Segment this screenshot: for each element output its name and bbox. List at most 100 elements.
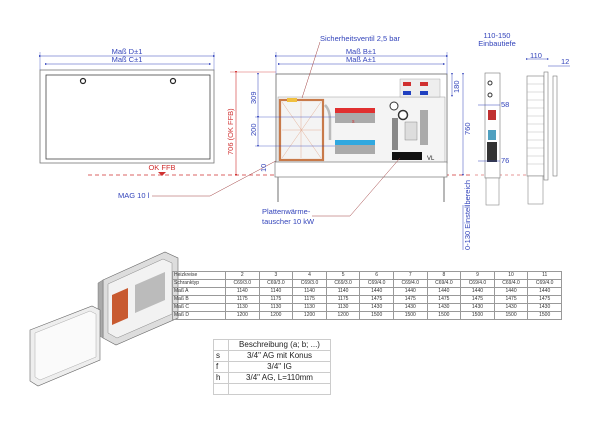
- cell: 2: [225, 271, 260, 280]
- table-row: [213, 383, 331, 395]
- cell: 1430: [426, 303, 462, 312]
- cell: 3/4" AG mit Konus: [228, 350, 331, 362]
- cell: Maß A: [172, 287, 226, 296]
- mag-label: MAG 10 l: [118, 191, 150, 200]
- cell: 3/4" AG, L=110mm: [228, 372, 331, 384]
- cell: Schranktyp: [172, 279, 226, 288]
- isometric-cabinet: [97, 251, 179, 346]
- cell: 1200: [258, 311, 294, 320]
- cell: 1475: [493, 295, 529, 304]
- cell: [228, 383, 331, 395]
- cell: 1440: [493, 287, 529, 296]
- dim-10: 10: [259, 164, 268, 172]
- dim-760: 760: [463, 122, 472, 135]
- valve-label: Sicherheitsventil 2,5 bar: [320, 34, 401, 43]
- cell: 3: [258, 271, 294, 280]
- cell: 1175: [258, 295, 294, 304]
- cell: h: [213, 372, 229, 384]
- cell: 1430: [392, 303, 428, 312]
- cell: C69/4.0: [527, 279, 562, 288]
- cell: 4: [292, 271, 327, 280]
- cell: 1200: [292, 311, 327, 320]
- cell: 1440: [426, 287, 462, 296]
- cell: 1500: [527, 311, 562, 320]
- dim-309: 309: [249, 91, 258, 104]
- cell: 1140: [225, 287, 260, 296]
- cell: 1430: [460, 303, 495, 312]
- cell: 1440: [392, 287, 428, 296]
- cell: 1130: [225, 303, 260, 312]
- cell: 1140: [325, 287, 361, 296]
- cell: C69/4.0: [460, 279, 495, 288]
- cell: 1175: [325, 295, 361, 304]
- cell: 1500: [493, 311, 529, 320]
- side-view: 110-150 Einbautiefe 58 76 110 12: [478, 31, 570, 206]
- cell: C69/4.0: [426, 279, 462, 288]
- cell: 1430: [493, 303, 529, 312]
- cell: 1130: [292, 303, 327, 312]
- cell: Maß B: [172, 295, 226, 304]
- cell: 5: [325, 271, 361, 280]
- cell: C69/3.0: [258, 279, 294, 288]
- cell: 1130: [325, 303, 361, 312]
- cell: Maß D: [172, 311, 226, 320]
- dim-76: 76: [501, 156, 509, 165]
- cell: 1440: [527, 287, 562, 296]
- dim-58: 58: [501, 100, 509, 109]
- dim-c: Maß C±1: [112, 55, 143, 64]
- cell: C69/3.0: [325, 279, 361, 288]
- lock-icon: [169, 77, 177, 85]
- height-dim: 706 (OK FFB): [226, 108, 235, 155]
- description-header: Beschreibung (a; b; ...): [228, 339, 331, 351]
- cell: [213, 383, 229, 395]
- dim-a: Maß A±1: [346, 55, 376, 64]
- cell: C69/4.0: [359, 279, 394, 288]
- cell: 1430: [359, 303, 394, 312]
- cell: 1500: [359, 311, 394, 320]
- cell: C69/3.0: [225, 279, 260, 288]
- isometric-door: [29, 305, 101, 387]
- cell: 1475: [392, 295, 428, 304]
- hx-label-1: Plattenwärme-: [262, 207, 311, 216]
- cell: 1475: [359, 295, 394, 304]
- dim-b: Maß B±1: [346, 47, 376, 56]
- table-row: Beschreibung (a; b; ...): [213, 339, 331, 351]
- cell: 6: [359, 271, 394, 280]
- cell: C69/4.0: [493, 279, 529, 288]
- cell: Maß C: [172, 303, 226, 312]
- cell: 1140: [258, 287, 294, 296]
- cell: 7: [392, 271, 428, 280]
- cell: 1440: [359, 287, 394, 296]
- cell: 1475: [527, 295, 562, 304]
- cell: 9: [460, 271, 495, 280]
- cell: 1140: [292, 287, 327, 296]
- cell: 1440: [460, 287, 495, 296]
- cell: 11: [527, 271, 562, 280]
- cell: 8: [426, 271, 462, 280]
- cell: 1200: [325, 311, 361, 320]
- cell: 1130: [258, 303, 294, 312]
- cell: 1475: [426, 295, 462, 304]
- cell: 10: [493, 271, 529, 280]
- cell: 3/4" IG: [228, 361, 331, 373]
- cell: 1500: [392, 311, 428, 320]
- cell: 1175: [225, 295, 260, 304]
- s-label: s: [352, 119, 355, 125]
- dim-180: 180: [452, 80, 461, 93]
- cell: 1200: [225, 311, 260, 320]
- dim-d: Maß D±1: [112, 47, 143, 56]
- cell: Heizkreise: [172, 271, 226, 280]
- cell: C69/4.0: [392, 279, 428, 288]
- lock-icon: [79, 77, 87, 85]
- cell: C69/3.0: [292, 279, 327, 288]
